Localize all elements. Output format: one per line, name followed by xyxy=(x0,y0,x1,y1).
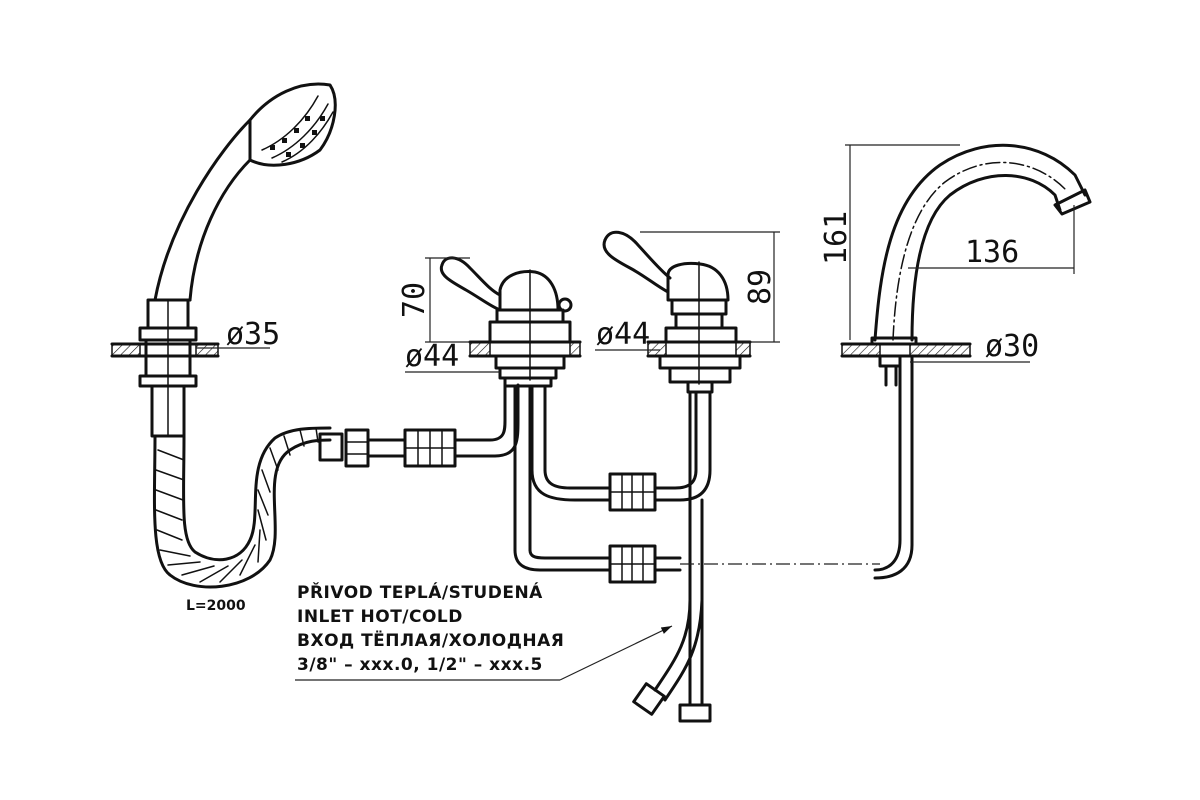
left-valve-height-label: 70 xyxy=(397,282,432,318)
connection-fittings xyxy=(608,472,880,584)
flexible-hose: L=2000 xyxy=(152,383,520,614)
right-valve: 89 ø44 xyxy=(595,230,780,723)
inlet-note-sizes: 3/8" – xxx.0, 1/2" – xxx.5 xyxy=(297,655,543,675)
inlet-note: PŘIVOD TEPLÁ/STUDENÁ INLET HOT/COLD ВХОД… xyxy=(295,581,673,681)
inlet-note-czech: PŘIVOD TEPLÁ/STUDENÁ xyxy=(297,581,543,603)
inlet-note-russian: ВХОД ТЁПЛАЯ/ХОЛОДНАЯ xyxy=(297,629,564,651)
right-valve-height-label: 89 xyxy=(743,269,778,305)
hose-length-label: L=2000 xyxy=(186,598,246,614)
spout-reach-label: 136 xyxy=(965,235,1019,270)
left-valve-diameter-label: ø44 xyxy=(405,339,459,374)
left-valve: 70 ø44 xyxy=(397,256,612,572)
inlet-note-english: INLET HOT/COLD xyxy=(297,607,463,627)
hand-shower: ø35 xyxy=(110,82,337,438)
bath-spout: 161 136 ø30 xyxy=(819,143,1092,580)
spout-diameter-label: ø30 xyxy=(985,329,1039,364)
shower-diameter-label: ø35 xyxy=(226,317,280,352)
spout-height-label: 161 xyxy=(819,211,854,265)
right-valve-diameter-label: ø44 xyxy=(596,317,650,352)
